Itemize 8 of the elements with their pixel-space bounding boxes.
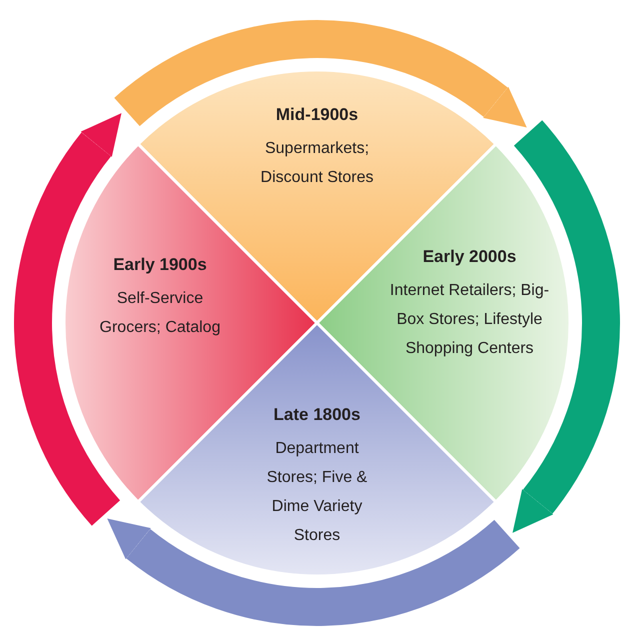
store-types-text: Self-Service Grocers; Catalog	[98, 289, 222, 338]
store-types-text: Supermarkets; Discount Stores	[260, 139, 374, 188]
store-types-text: Department Stores; Five & Dime Variety Stores	[266, 439, 368, 546]
era-heading: Early 2000s	[422, 246, 516, 268]
era-heading: Late 1800s	[274, 404, 360, 426]
era-heading: Early 1900s	[113, 254, 207, 276]
store-types-text: Internet Retailers; Big-Box Stores; Lifestyle Shopping Centers	[388, 281, 550, 359]
era-heading: Mid-1900s	[276, 104, 358, 126]
